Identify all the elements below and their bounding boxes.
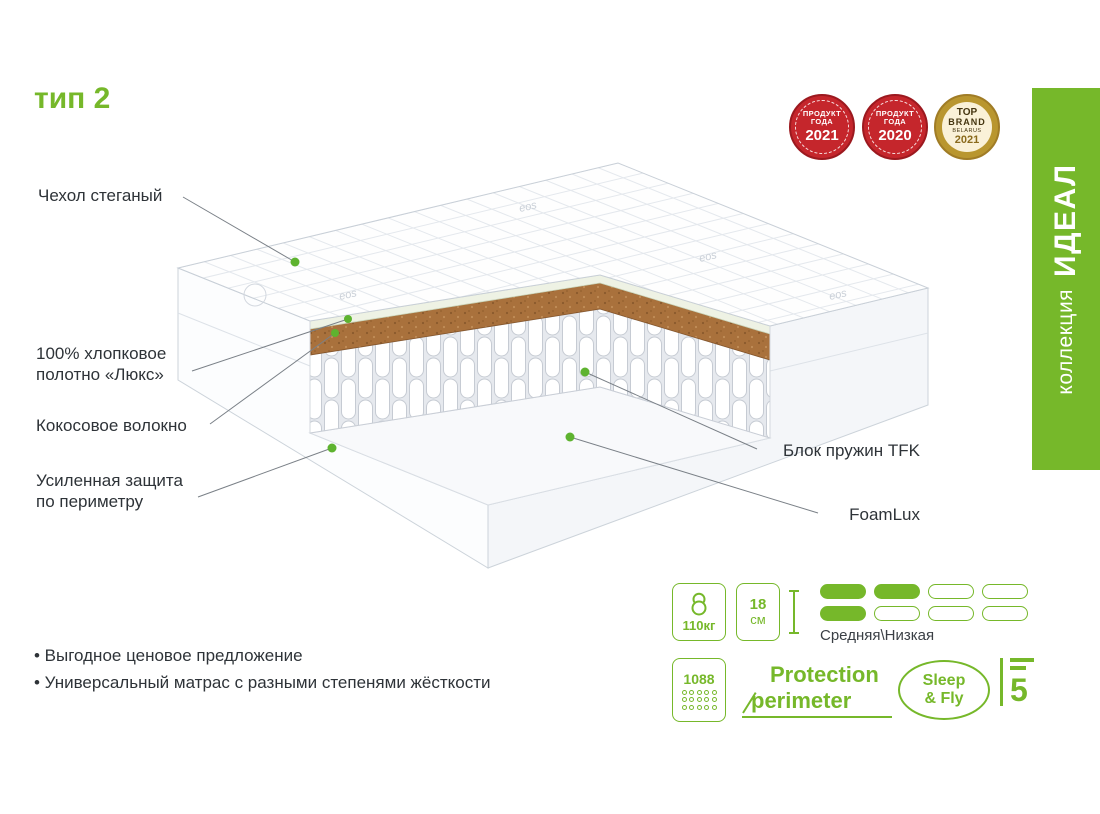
feature-list: • Выгодное ценовое предложение • Универс… [34,642,491,696]
label-quilted-cover: Чехол стеганый [38,186,163,205]
feature-item: • Выгодное ценовое предложение [34,646,303,665]
badge-line: BRAND [948,116,986,127]
leader-foam [569,436,819,514]
label-cotton-fabric: 100% хлопковое полотно «Люкс» [36,344,166,385]
award-badge-product-2020: ПРОДУКТ ГОДА 2020 [862,94,928,160]
firmness-label: Средняя\Низкая [820,627,935,644]
kettlebell-icon [691,592,707,615]
spring-dot [704,689,709,695]
max-weight-value: 110кг [682,617,716,633]
spring-dot [711,689,717,695]
warranty-bar [1010,658,1034,662]
height-unit: см [750,612,766,628]
spring-dot [696,697,702,702]
marker-foam [565,432,575,442]
firmness-indicator [820,584,1028,628]
label-perimeter-line2: по периметру [36,491,144,511]
leader-perimeter [197,447,333,498]
marker-cotton [344,315,352,323]
collection-sidebar [1032,88,1100,470]
max-weight-box: 110кг [672,583,726,641]
firmness-pill-empty [982,584,1028,599]
sleep-and-fly-logo: Sleep & Fly [898,660,990,720]
label-perimeter: Усиленная защита по периметру [36,471,183,512]
leader-coconut [209,332,336,425]
leader-lines [182,196,819,514]
spring-dot [704,697,709,702]
spring-dot [696,689,702,695]
firmness-pill-empty [982,606,1028,621]
firmness-pill-empty [928,584,974,599]
height-box: 18 см [736,583,780,641]
springs-count-box: 1088 [672,658,726,722]
fabric-logo-text: eos [698,249,718,265]
firmness-pill-empty [874,606,920,621]
cut-wall-edges [309,321,771,438]
fabric-logo-text: eos [518,199,538,215]
marker-coconut [331,329,339,337]
label-springs: Блок пружин TFK [783,441,920,460]
spring-dot [689,697,694,702]
marker-dots [290,257,590,453]
label-coconut: Кокосовое волокно [36,416,187,435]
warranty-icon: 5 [1000,658,1034,706]
spring-dot [681,689,687,695]
marker-springs [580,367,590,377]
spring-dot [704,704,709,710]
badge-line: ПРОДУКТ [802,108,842,118]
fabric-logo-text: eos [828,287,848,303]
firmness-pill-empty [928,606,974,621]
fabric-logo-text: eos [338,287,358,303]
badge-line: ГОДА [883,117,907,127]
spring-dot [696,704,702,710]
spring-dot [681,697,687,702]
award-badge-top-brand: TOP BRAND BELARUS 2021 [934,94,1000,160]
springs-count-value: 1088 [683,670,715,687]
protection-perimeter-logo: Protection perimeter [742,662,892,719]
marker-perimeter [327,443,337,453]
warranty-years: 5 [1010,672,1028,708]
leader-cover [182,196,296,263]
cover-seam-lines [177,312,929,372]
badge-line: ГОДА [810,117,834,127]
spring-dot [711,704,717,710]
spring-dot [711,697,717,702]
marker-cover [290,257,300,267]
label-cotton-line2: полотно «Люкс» [36,364,164,384]
label-perimeter-line1: Усиленная защита [36,471,183,490]
badge-line: TOP [956,106,978,118]
badge-year: 2020 [878,126,912,144]
label-cotton-line1: 100% хлопковое [36,344,167,363]
protection-logo-line1: Protection [770,662,879,687]
page-title: тип 2 [34,82,111,115]
protection-logo-word2: perimeter [751,688,852,714]
firmness-pill-filled [820,584,866,599]
springs-dots-icon [681,689,717,710]
cover-emblem [243,283,267,307]
warranty-bar [1010,666,1026,670]
leader-cotton [191,318,349,372]
firmness-pill-filled [874,584,920,599]
badge-line: ПРОДУКТ [875,108,915,118]
badge-year: 2021 [805,126,839,144]
height-value: 18 [749,595,767,613]
height-measure-icon [789,590,799,634]
feature-item: • Универсальный матрас с разными степеня… [34,673,491,692]
award-badge-product-2021: ПРОДУКТ ГОДА 2021 [789,94,855,160]
firmness-pill-filled [820,606,866,621]
brand-line2: & Fly [924,690,964,707]
spring-dot [689,704,694,710]
protection-logo-line2: perimeter [742,688,892,719]
brand-line1: Sleep [922,671,966,689]
badge-year: 2021 [954,134,980,147]
spring-dot [681,704,687,710]
label-foam: FoamLux [849,505,920,524]
badge-line: BELARUS [952,127,982,134]
leader-springs [584,371,758,450]
spring-dot [689,689,694,695]
